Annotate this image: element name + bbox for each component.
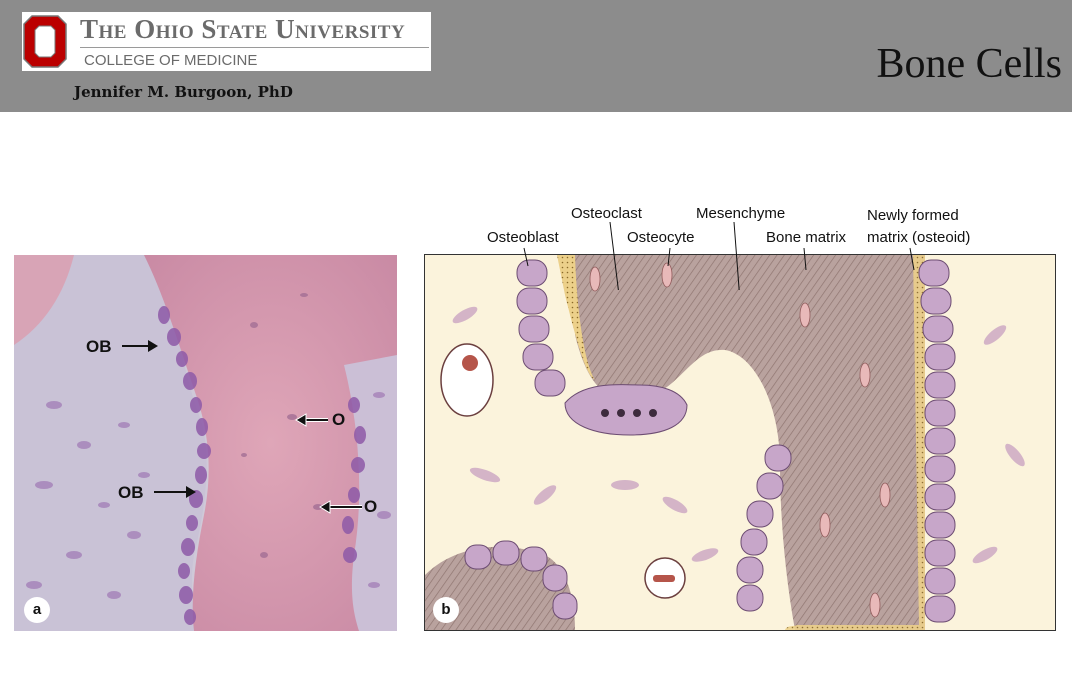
- arrow-ob-top-icon: [122, 340, 158, 352]
- label-bone-matrix: Bone matrix: [766, 229, 847, 246]
- author-name: Jennifer M. Burgoon, PhD: [74, 83, 293, 101]
- arrow-ob-bottom-icon: [154, 486, 196, 498]
- slide-header: The Ohio State University COLLEGE OF MED…: [0, 0, 1072, 112]
- panel-label-b: b: [433, 597, 459, 623]
- university-name: The Ohio State University: [80, 14, 406, 44]
- micrograph-image: [14, 255, 397, 631]
- callout-leader-lines: [523, 221, 915, 290]
- label-osteocyte: Osteocyte: [627, 229, 695, 246]
- arrow-o-bottom-icon: [319, 500, 362, 514]
- label-o-top: O: [332, 410, 346, 429]
- college-name: COLLEGE OF MEDICINE: [84, 52, 258, 69]
- panel-label-a: a: [24, 597, 50, 623]
- label-o-bottom: O: [364, 497, 378, 516]
- label-ob-bottom: OB: [118, 483, 144, 502]
- label-ob-top: OB: [86, 337, 112, 356]
- osu-logo: The Ohio State University COLLEGE OF MED…: [22, 12, 431, 71]
- logo-divider: [80, 47, 429, 48]
- diagram-panel-b: b: [424, 254, 1056, 631]
- label-newly-formed: Newly formed: [867, 207, 959, 224]
- label-osteoblast: Osteoblast: [487, 229, 559, 246]
- bone-cells-diagram: [425, 255, 1055, 630]
- label-osteoclast: Osteoclast: [571, 205, 642, 222]
- micrograph-panel-a: OB OB O O a: [14, 255, 397, 631]
- slide-title: Bone Cells: [876, 41, 1063, 87]
- label-osteoid: matrix (osteoid): [867, 229, 971, 246]
- label-mesenchyme: Mesenchyme: [696, 205, 786, 222]
- block-o-icon: [22, 12, 68, 71]
- arrow-o-top-icon: [295, 413, 328, 427]
